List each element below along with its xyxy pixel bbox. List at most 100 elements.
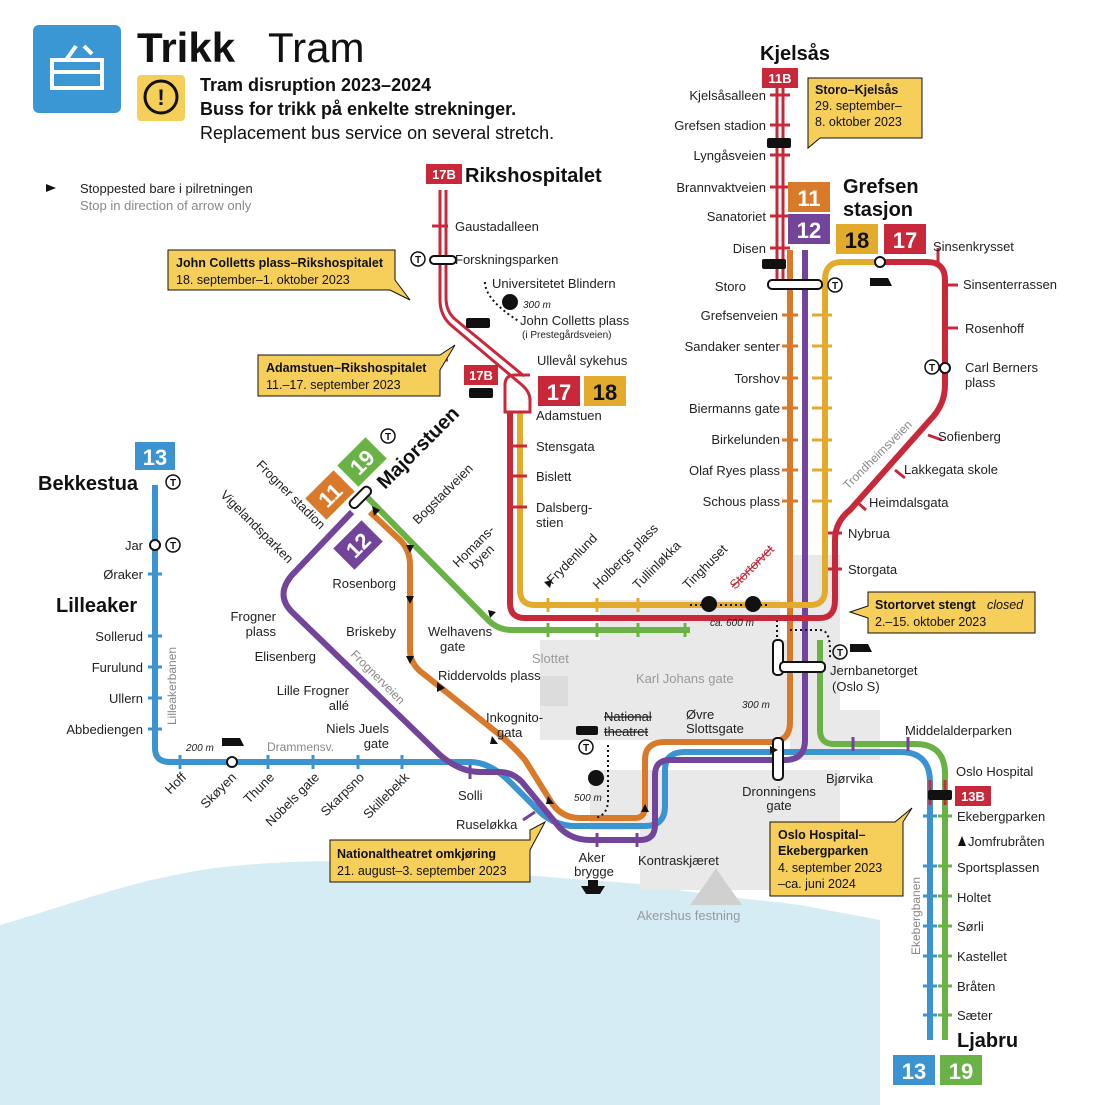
line-12-path [280, 250, 808, 843]
ferry-icon [581, 880, 605, 894]
svg-text:John Colletts plass–Rikshospit: John Colletts plass–Rikshospitalet [176, 256, 384, 270]
area-akershus: Akershus festning [637, 908, 740, 923]
station-universitetet: Universitetet Blindern [492, 276, 616, 291]
badge-17b-adam: 17B [464, 365, 498, 385]
svg-text:T: T [415, 255, 421, 266]
terminal-grefsen-2: stasjon [843, 199, 913, 221]
svg-text:13: 13 [143, 445, 167, 470]
tram-icon [33, 25, 121, 113]
svg-text:T: T [385, 432, 391, 443]
svg-text:29. september–: 29. september– [815, 99, 902, 113]
line-13-path [152, 485, 933, 1040]
callout-john-colletts: John Colletts plass–Rikshospitalet 18. s… [167, 249, 411, 301]
station-skillebekk: Skillebekk [360, 769, 412, 821]
station-sorli: Sørli [957, 919, 984, 934]
callout-nationaltheatret: Nationaltheatret omkjøring 21. august–3.… [329, 820, 547, 883]
station-skoyen: Skøyen [197, 770, 239, 812]
road-ekebergbanen: Ekebergbanen [909, 877, 923, 955]
station-ulleval: Ullevål sykehus [537, 353, 628, 368]
station-nationaltheatret-1: National [604, 709, 652, 724]
station-forskningsparken: Forskningsparken [455, 252, 558, 267]
badge-13b: 13B [955, 786, 991, 806]
skoyen-station-marker [226, 756, 238, 768]
station-niels-juels-2: gate [364, 736, 389, 751]
station-niels-juels-1: Niels Juels [326, 721, 389, 736]
station-ovre-2: Slottsgate [686, 721, 744, 736]
line-19-south-path [817, 640, 948, 1040]
header-title-light: Tram [268, 24, 364, 71]
badge-17-grefsen: 17 [884, 224, 926, 254]
road-lilleakerbanen: Lilleakerbanen [165, 647, 179, 725]
station-biermanns: Biermanns gate [689, 401, 780, 416]
station-solli: Solli [458, 788, 483, 803]
svg-text:Adamstuen–Rikshospitalet: Adamstuen–Rikshospitalet [266, 361, 427, 375]
station-saeter: Sæter [957, 1008, 993, 1023]
station-sofienberg: Sofienberg [938, 429, 1001, 444]
forskningsparken-station-marker [429, 255, 457, 265]
station-sandaker: Sandaker senter [685, 339, 781, 354]
station-sanatoriet: Sanatoriet [707, 209, 767, 224]
station-grefsen-stadion: Grefsen stadion [674, 118, 766, 133]
metro-t-icon [165, 251, 940, 755]
station-nationaltheatret-2: theatret [604, 724, 648, 739]
svg-text:18: 18 [845, 228, 869, 253]
station-kjelsasalleen: Kjelsåsalleen [689, 88, 766, 103]
station-adamstuen: Adamstuen [536, 408, 602, 423]
station-elisenberg: Elisenberg [255, 649, 316, 664]
station-brannvaktveien: Brannvaktveien [676, 180, 766, 195]
station-sollerud: Sollerud [95, 629, 143, 644]
station-dronningens-1: Dronningens [742, 784, 816, 799]
station-frogner-plass-1: Frogner [230, 609, 276, 624]
direction-arrow-jomfrubraten [958, 836, 966, 846]
station-john-colletts-sub: (i Prestegårdsveien) [522, 329, 611, 341]
station-inkognito-2: gata [497, 725, 523, 740]
station-dalsberg-1: Dalsberg- [536, 500, 592, 515]
svg-text:11B: 11B [768, 71, 791, 86]
sinsen-station-marker [874, 256, 886, 268]
station-sinsenterrassen: Sinsenterrassen [963, 277, 1057, 292]
svg-text:T: T [929, 363, 935, 374]
svg-text:Ekebergparken: Ekebergparken [778, 844, 868, 858]
station-john-colletts: John Colletts plass [520, 313, 630, 328]
station-carl-berners-2: plass [965, 375, 996, 390]
station-jar: Jar [125, 538, 144, 553]
station-gaustadalleen: Gaustadalleen [455, 219, 539, 234]
notice-line-3: Replacement bus service on several stret… [200, 123, 554, 143]
notice-line-2: Buss for trikk på enkelte strekninger. [200, 99, 516, 119]
station-stortorvet: Stortorvet [727, 541, 778, 592]
station-ticks [148, 93, 958, 1017]
svg-text:11: 11 [797, 186, 820, 211]
station-tinghuset: Tinghuset [680, 541, 731, 592]
terminal-bekkestua: Bekkestua [38, 473, 139, 495]
walk-label-300a: 300 m [523, 300, 551, 311]
terminal-grefsen-1: Grefsen [843, 176, 919, 198]
station-rosenborg: Rosenborg [332, 576, 396, 591]
svg-text:21. august–3. september 2023: 21. august–3. september 2023 [337, 864, 507, 878]
notice-line-1: Tram disruption 2023–2024 [200, 75, 431, 95]
area-slottet: Slottet [532, 651, 569, 666]
line-11-path [367, 250, 793, 821]
station-abbediengen: Abbediengen [66, 722, 143, 737]
carl-berners-station-marker [939, 362, 951, 374]
station-riddervolds: Riddervolds plass [438, 668, 541, 683]
svg-text:17B: 17B [469, 368, 493, 383]
svg-text:T: T [170, 541, 176, 552]
station-inkognito-1: Inkognito- [486, 710, 543, 725]
tram-icon-glyph [50, 44, 104, 90]
callout-adamstuen: Adamstuen–Rikshospitalet 11.–17. septemb… [257, 344, 456, 397]
station-olaf-ryes: Olaf Ryes plass [689, 463, 781, 478]
station-hoff: Hoff [162, 769, 190, 797]
area-karl-johans: Karl Johans gate [636, 671, 734, 686]
svg-text:T: T [832, 281, 838, 292]
station-holtet: Holtet [957, 890, 991, 905]
station-grefsenveien: Grefsenveien [701, 308, 778, 323]
svg-text:8. oktober 2023: 8. oktober 2023 [815, 115, 902, 129]
station-rosenhoff: Rosenhoff [965, 321, 1024, 336]
walk-label-200: 200 m [185, 743, 214, 754]
station-storo: Storo [715, 279, 746, 294]
badge-11-grefsen: 11 [788, 182, 830, 212]
svg-text:T: T [583, 743, 589, 754]
badge-17b-top: 17B [426, 164, 462, 184]
majorstuen-station-marker [348, 485, 373, 510]
